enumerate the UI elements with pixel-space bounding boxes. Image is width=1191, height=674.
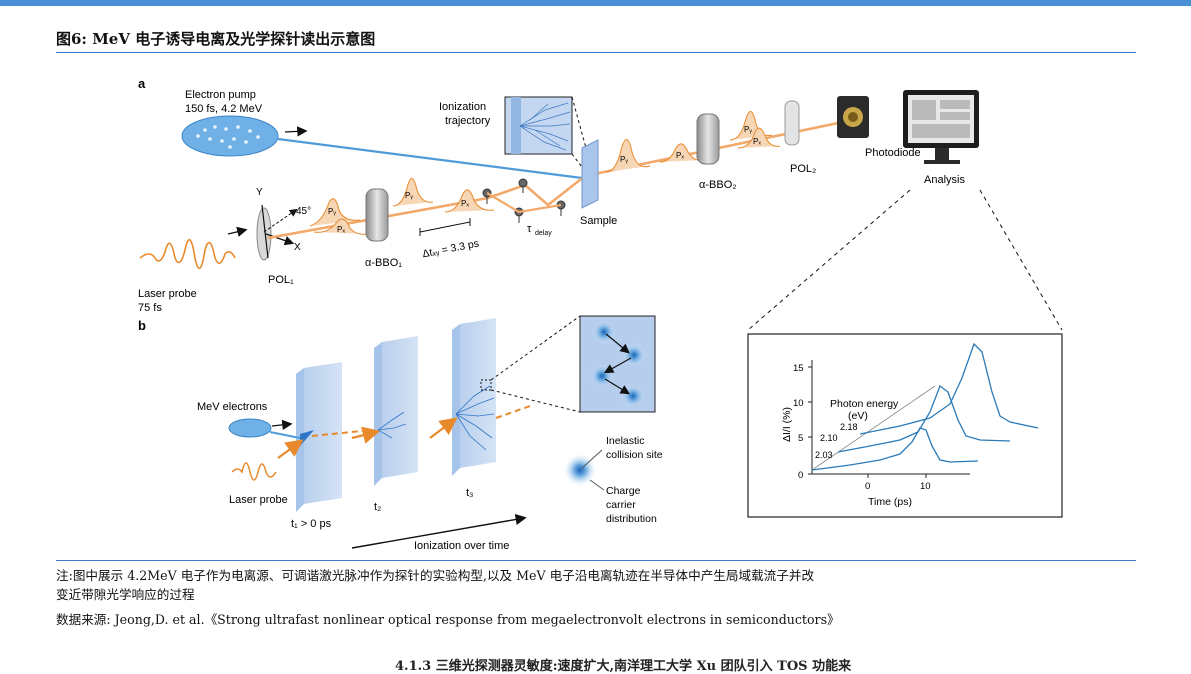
t2-label: t₂ xyxy=(374,501,381,513)
figure-title: 图6: MeV 电子诱导电离及光学探针读出示意图 xyxy=(56,30,376,48)
pulse-px-4 xyxy=(737,127,781,149)
laser-probe-wave xyxy=(139,239,236,269)
data-source-line: 数据来源: Jeong,D. et al.《Strong ultrafast n… xyxy=(56,612,840,627)
electron-beam xyxy=(277,137,583,180)
figure-note-line-2: 变近带隙光学响应的过程 xyxy=(56,587,195,602)
x-tick-0: 0 xyxy=(865,481,870,492)
energy-label-203: 2.03 xyxy=(815,450,833,460)
t3-label: t₃ xyxy=(466,487,474,499)
laser-probe-spec: 75 fs xyxy=(138,302,162,314)
y-tick-0: 0 xyxy=(798,470,803,481)
panel-b-label: b xyxy=(138,318,146,333)
svg-text:Pᵧ: Pᵧ xyxy=(744,125,752,134)
y-tick-5: 5 xyxy=(798,433,803,444)
tau-delay-label: τ xyxy=(527,223,532,235)
monitor-icon xyxy=(903,90,979,164)
pol1-element xyxy=(256,207,272,261)
axis-y-label: Y xyxy=(256,187,263,198)
svg-text:Pᵧ: Pᵧ xyxy=(328,207,336,216)
svg-text:Pᵧ: Pᵧ xyxy=(405,191,413,200)
pulse-px-2 xyxy=(444,189,495,213)
analysis-label: Analysis xyxy=(924,174,965,186)
legend-site-label-1: Inelastic xyxy=(606,435,645,447)
y-tick-10: 10 xyxy=(793,398,804,409)
figure-note-line-1: 注:图中展示 4.2MeV 电子作为电离源、可调谐激光脉冲作为探针的实验构型,以… xyxy=(56,568,815,583)
semiconductor-slab-2 xyxy=(374,336,418,486)
x-tick-10: 10 xyxy=(920,481,931,492)
next-section-heading: 4.1.3 三维光探测器灵敏度:速度扩大,南洋理工大学 Xu 团队引入 TOS … xyxy=(395,659,852,674)
pulse-py-1 xyxy=(309,198,361,227)
t1-label: t₁ > 0 ps xyxy=(291,518,332,530)
ionization-trajectory-label-2: trajectory xyxy=(445,115,491,127)
pol1-label: POL₁ xyxy=(268,274,294,286)
bbo1-crystal xyxy=(365,188,389,242)
pol2-element xyxy=(784,100,800,146)
sample-label: Sample xyxy=(580,215,617,227)
sample-plate xyxy=(581,139,599,209)
semiconductor-slab-3 xyxy=(452,318,496,476)
svg-text:Pₓ: Pₓ xyxy=(676,151,684,160)
electron-bunch-icon-b xyxy=(228,418,272,438)
legend-title-2: (eV) xyxy=(848,410,868,422)
pulse-px-3 xyxy=(659,143,705,163)
x-axis-label: Time (ps) xyxy=(868,496,912,508)
bbo2-crystal xyxy=(696,113,720,165)
legend-charge-label-2: carrier xyxy=(606,499,636,511)
y-axis-label: ΔI/I (%) xyxy=(781,407,793,442)
bbo1-label: α-BBO₁ xyxy=(365,257,402,269)
figure-diagram: a Electron pump 150 fs, 4.2 MeV Ionizati… xyxy=(138,76,1063,552)
photodiode-icon xyxy=(837,96,869,138)
energy-label-218: 2.18 xyxy=(840,422,858,432)
svg-text:Pₓ: Pₓ xyxy=(461,199,469,208)
svg-text:delay: delay xyxy=(535,230,552,237)
title-divider xyxy=(56,52,1136,53)
svg-text:Pₓ: Pₓ xyxy=(337,225,345,234)
axis-x-label: X xyxy=(294,242,301,253)
laser-probe-wave-b xyxy=(231,462,277,481)
energy-label-210: 2.10 xyxy=(820,433,838,443)
pol2-label: POL₂ xyxy=(790,163,816,175)
ionization-over-time-label: Ionization over time xyxy=(414,540,509,552)
electron-bunch-icon xyxy=(181,115,279,157)
angle-label: 45° xyxy=(296,206,311,217)
pump-arrow xyxy=(284,126,308,137)
mev-electrons-label: MeV electrons xyxy=(197,401,268,413)
laser-beam-path xyxy=(267,174,586,240)
signal-plot-frame xyxy=(747,333,1063,518)
legend-charge-label-1: Charge xyxy=(606,485,641,497)
pulse-py-2 xyxy=(392,178,434,207)
ionization-trajectory-label-1: Ionization xyxy=(439,101,486,113)
legend-title-1: Photon energy xyxy=(830,398,899,410)
svg-text:Pᵧ: Pᵧ xyxy=(620,155,628,164)
pulse-py-3 xyxy=(605,139,651,173)
probe-arrow xyxy=(227,226,248,237)
legend-charge-label-3: distribution xyxy=(606,513,657,525)
top-accent-bar xyxy=(0,0,1191,6)
bbo2-label: α-BBO₂ xyxy=(699,179,737,191)
electron-pump-spec: 150 fs, 4.2 MeV xyxy=(185,103,263,115)
photodiode-label: Photodiode xyxy=(865,147,921,159)
laser-probe-label-b: Laser probe xyxy=(229,494,288,506)
electron-pump-label: Electron pump xyxy=(185,89,256,101)
trace-218-ev xyxy=(859,342,1039,435)
laser-probe-label: Laser probe xyxy=(138,288,197,300)
footer-divider xyxy=(56,560,1136,561)
trace-210-ev xyxy=(837,384,1011,453)
svg-text:Pₓ: Pₓ xyxy=(753,137,761,146)
legend-site-label-2: collision site xyxy=(606,449,663,461)
pulse-px-1 xyxy=(313,218,371,235)
panel-a-label: a xyxy=(138,76,146,91)
y-tick-15: 15 xyxy=(793,363,804,374)
delta-t-label: Δtₓᵧ = 3.3 ps xyxy=(421,238,480,261)
time-arrow xyxy=(351,513,527,549)
